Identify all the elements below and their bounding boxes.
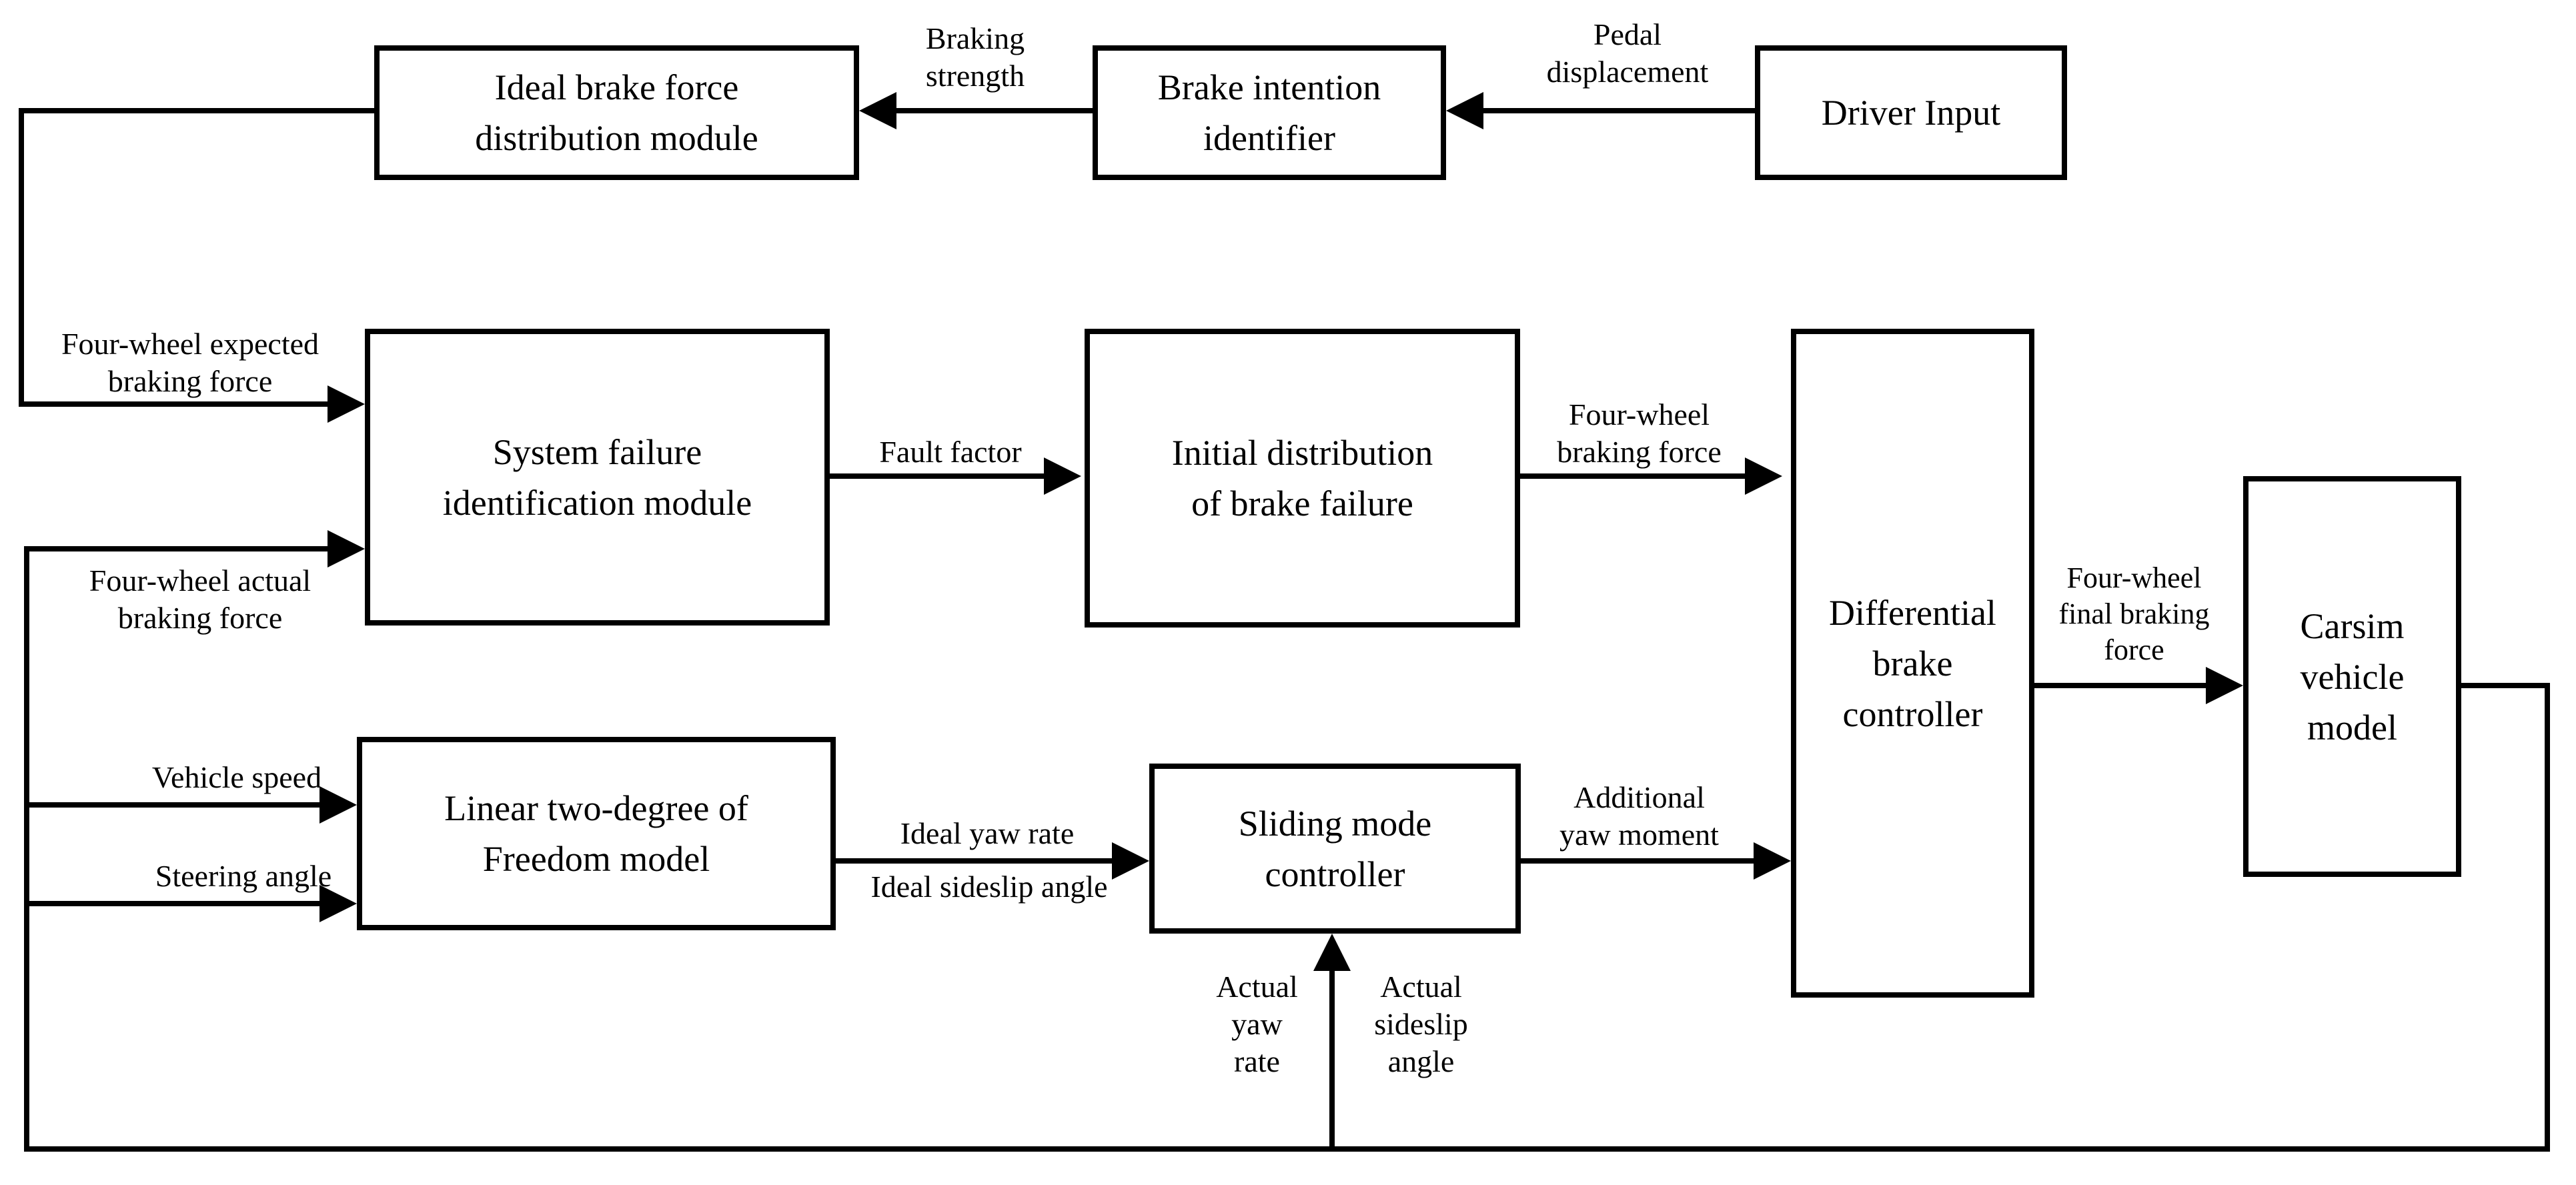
node-carsim-vehicle-model: Carsim vehicle model [2243, 476, 2461, 877]
label-four-wheel-expected: Four-wheel expected braking force [61, 327, 319, 398]
edge-bottom-feedback-line [24, 1146, 2550, 1152]
node-brake-intention-identifier: Brake intention identifier [1093, 45, 1446, 180]
edge-pedal-displacement-line [1483, 108, 1755, 113]
label-steering-angle: Steering angle [155, 859, 332, 893]
node-differential-brake-controller: Differential brake controller [1791, 329, 2034, 998]
arrowhead-braking-strength [859, 92, 896, 129]
edge-braking-strength-line [896, 108, 1093, 113]
edge-actual-force-line [24, 546, 328, 551]
label-pedal-displacement: Pedal displacement [1546, 17, 1709, 89]
label-actual-yaw-rate: Actual yaw rate [1216, 970, 1298, 1078]
edge-additional-yaw-line [1521, 858, 1755, 864]
edge-expected-force-line [19, 401, 329, 407]
arrowhead-vehicle-speed [319, 786, 357, 824]
edge-left-rail1-line [19, 108, 24, 407]
arrowhead-expected-force [328, 385, 365, 423]
arrowhead-actual-states [1313, 934, 1351, 971]
edge-actual-states-line [1329, 970, 1335, 1152]
label-four-wheel-final: Four-wheel final braking force [2058, 561, 2210, 666]
node-sliding-mode-controller: Sliding mode controller [1149, 764, 1521, 934]
arrowhead-steering-angle [319, 885, 357, 922]
node-linear-two-dof-model: Linear two-degree of Freedom model [357, 737, 836, 930]
arrowhead-actual-force [328, 530, 365, 567]
edge-carsim-out-line [2461, 683, 2550, 688]
label-four-wheel-braking: Four-wheel braking force [1557, 397, 1722, 469]
label-vehicle-speed: Vehicle speed [151, 760, 322, 794]
node-driver-input: Driver Input [1755, 45, 2067, 180]
label-braking-strength: Braking strength [925, 21, 1025, 93]
label-additional-yaw-moment: Additional yaw moment [1559, 780, 1719, 852]
edge-ideal-yaw-line [836, 858, 1113, 864]
arrowhead-additional-yaw [1754, 842, 1791, 880]
label-actual-sideslip-angle: Actual sideslip angle [1374, 970, 1468, 1078]
edge-left-rail2-line [24, 546, 29, 1152]
arrowhead-four-wheel-braking [1745, 457, 1782, 495]
arrowhead-fault-factor [1044, 457, 1081, 495]
edge-vehicle-speed-line [24, 802, 320, 808]
label-four-wheel-actual: Four-wheel actual braking force [89, 563, 311, 635]
label-ideal-yaw-rate: Ideal yaw rate [900, 816, 1075, 850]
node-system-failure-module: System failure identification module [365, 329, 830, 626]
node-ideal-brake-force-module: Ideal brake force distribution module [374, 45, 859, 180]
label-fault-factor: Fault factor [879, 435, 1022, 469]
node-initial-distribution: Initial distribution of brake failure [1085, 329, 1520, 628]
edge-right-rail-line [2545, 683, 2550, 1152]
edge-final-force-line [2034, 683, 2207, 688]
arrowhead-pedal-displacement [1446, 92, 1483, 129]
edge-ideal-to-rail-line [19, 108, 374, 113]
arrowhead-final-force [2206, 667, 2243, 704]
edge-steering-angle-line [24, 901, 320, 906]
label-ideal-sideslip-angle: Ideal sideslip angle [870, 870, 1108, 904]
arrowhead-ideal-yaw [1112, 842, 1149, 880]
edge-four-wheel-braking-line [1520, 473, 1746, 479]
edge-fault-factor-line [830, 473, 1045, 479]
